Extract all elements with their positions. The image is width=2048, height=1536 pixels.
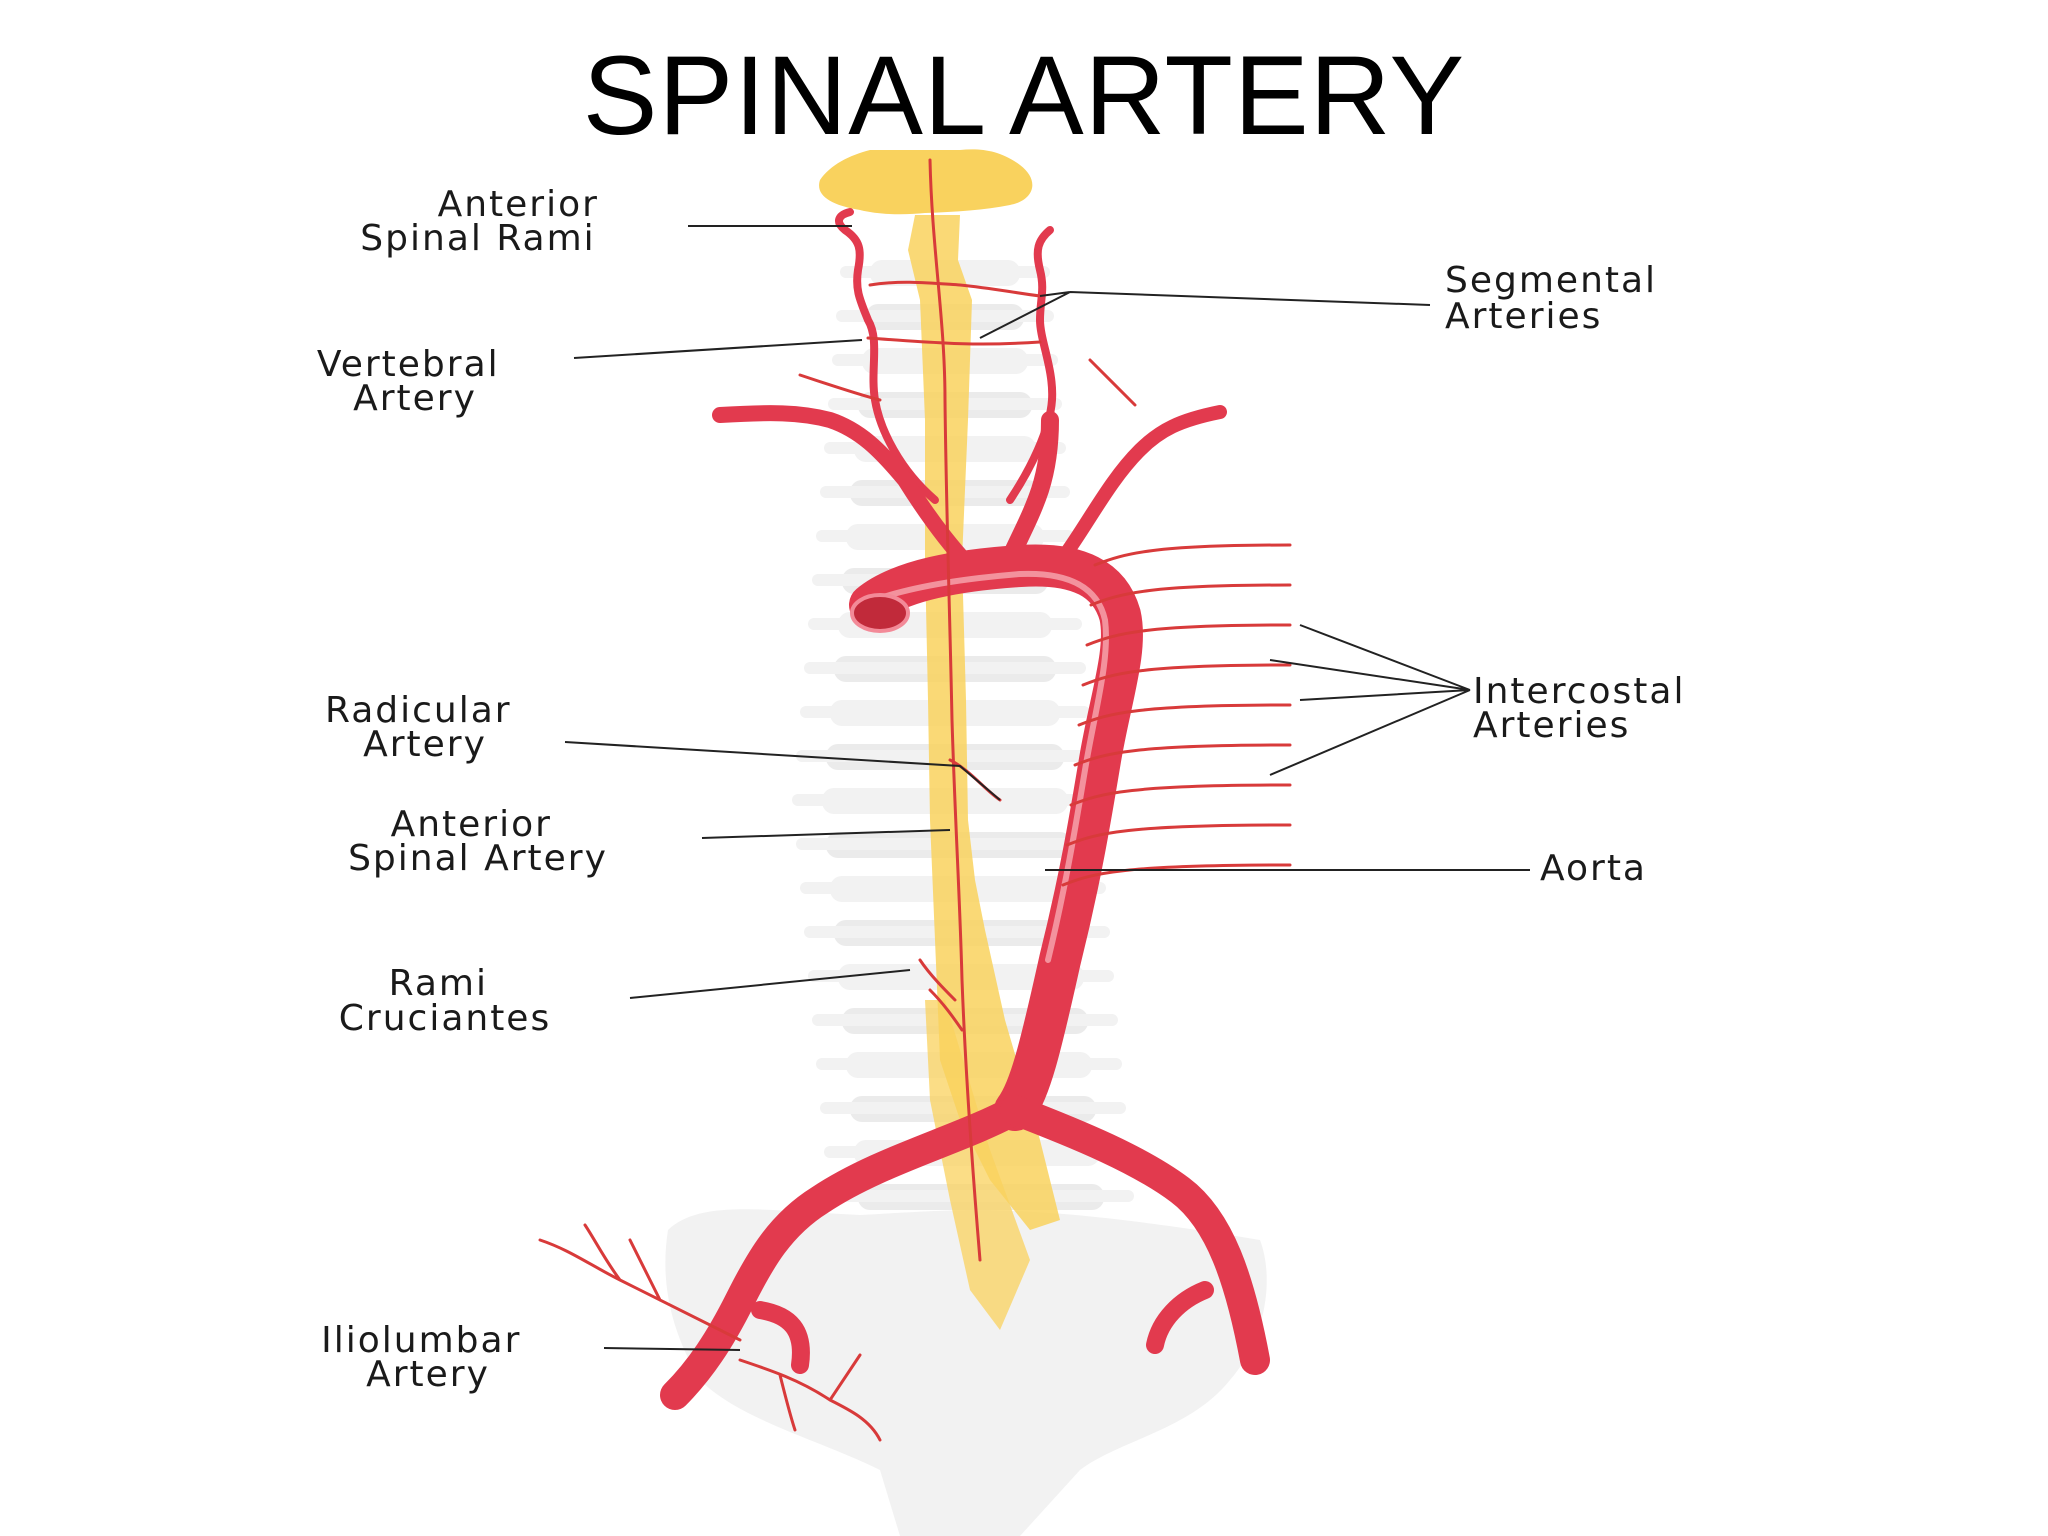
iliolumbar-artery-tree (538, 1223, 882, 1442)
arteries (660, 158, 1270, 1410)
aorta (849, 544, 1143, 1131)
intercostal-artery (1065, 823, 1292, 847)
intercostal-artery (1089, 583, 1292, 607)
slide-title: SPINAL ARTERY (582, 33, 1466, 158)
intercostal-artery (1085, 623, 1292, 647)
aorta-highlight (877, 570, 1109, 963)
vertebral-artery-left (835, 208, 939, 504)
common-iliac-right (1000, 1095, 1270, 1375)
common-iliac-left (660, 1095, 1030, 1410)
label-aorta: Aorta (1540, 848, 1647, 889)
segmental-artery-3 (798, 358, 1137, 407)
label-iliolumbar-artery: Iliolumbar Artery (321, 1320, 535, 1395)
segmental-artery-1 (868, 280, 1042, 298)
internal-iliac-left (751, 1301, 810, 1374)
leader-anterior-spinal-artery (701, 829, 951, 839)
label-vertebral-artery: Vertebral Artery (317, 344, 513, 419)
leader-vertebral-artery (573, 339, 863, 359)
sacrum (665, 1209, 1267, 1536)
intercostal-artery (1093, 543, 1292, 567)
internal-iliac-right (1146, 1281, 1214, 1354)
leader-segmental-arteries (979, 291, 1431, 339)
intercostal-artery (1069, 783, 1292, 807)
labels: Anterior Spinal Rami Segmental Arteries … (317, 184, 1699, 1395)
label-anterior-spinal-rami: Anterior Spinal Rami (360, 184, 612, 259)
leader-iliolumbar-artery (603, 1347, 741, 1351)
leader-radicular-artery (564, 741, 1001, 801)
intercostal-artery (1073, 743, 1292, 767)
leader-lines (564, 225, 1530, 1351)
intercostal-artery (1081, 663, 1292, 687)
label-radicular-artery: Radicular Artery (325, 690, 525, 765)
iliolumbar-branch (538, 1223, 882, 1442)
label-intercostal-arteries: Intercostal Arteries (1473, 671, 1699, 746)
brainstem (819, 149, 1033, 215)
intercostal-artery (1077, 703, 1292, 727)
segmental-arteries (798, 280, 1137, 407)
aortic-cut-end (850, 593, 910, 633)
subclavian-artery-right (1058, 405, 1227, 562)
anterior-spinal-artery (928, 158, 982, 1262)
leader-intercostal-arteries (1269, 624, 1471, 776)
cauda-equina (925, 1000, 1030, 1330)
label-anterior-spinal-artery: Anterior Spinal Artery (348, 804, 608, 879)
rami-cruciantes (918, 958, 964, 1032)
segmental-artery-2 (866, 336, 1042, 346)
intercostal-arteries (1061, 543, 1292, 887)
label-rami-cruciantes: Rami Cruciantes (339, 963, 551, 1039)
leader-rami-cruciantes (629, 969, 911, 999)
label-segmental-arteries: Segmental Arteries (1445, 260, 1671, 337)
